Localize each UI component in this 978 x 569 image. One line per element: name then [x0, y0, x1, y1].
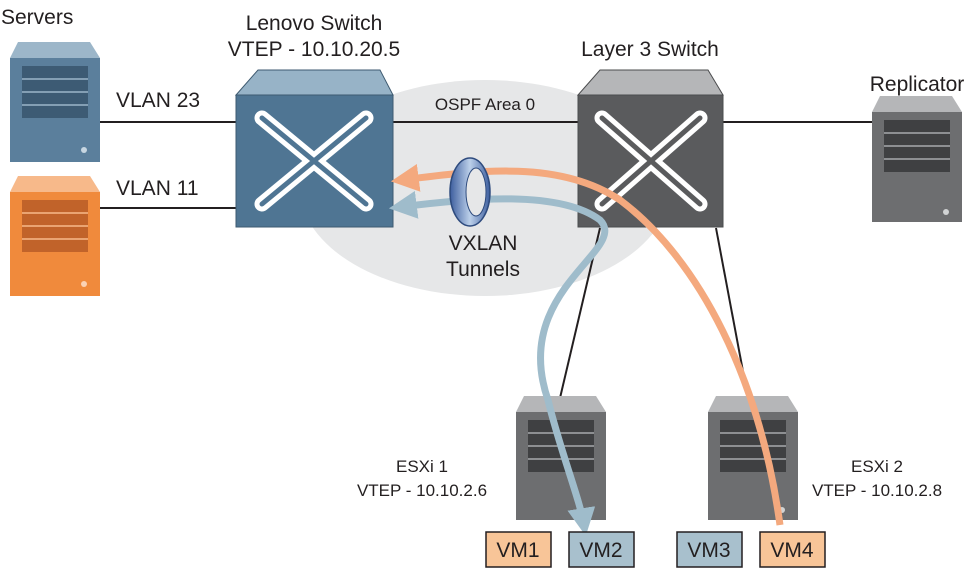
vlan11-label: VLAN 11 — [116, 177, 199, 200]
esxi1-label: ESXi 1 — [396, 457, 448, 476]
tunnels-label: Tunnels — [446, 258, 520, 281]
tunnel-arrow-blue — [388, 190, 609, 537]
vm3-label: VM3 — [687, 539, 730, 562]
switch-x-icon — [594, 110, 708, 212]
server-orange — [10, 176, 100, 296]
vm3-box: VM3 — [676, 531, 743, 568]
esxi1-vtep-label: VTEP - 10.10.2.6 — [357, 481, 487, 500]
vm2-label: VM2 — [579, 539, 622, 562]
layer3-switch — [576, 69, 724, 228]
lenovo-switch — [234, 69, 394, 228]
lenovo-switch-label: Lenovo Switch — [246, 12, 383, 35]
esxi2-vtep-label: VTEP - 10.10.2.8 — [812, 481, 942, 500]
vm4-box: VM4 — [759, 531, 826, 568]
ospf-label: OSPF Area 0 — [435, 95, 535, 114]
vm1-box: VM1 — [485, 531, 552, 568]
replicator-label: Replicator — [870, 73, 965, 96]
vm4-label: VM4 — [770, 539, 814, 562]
vlan23-label: VLAN 23 — [116, 89, 200, 112]
lenovo-vtep-label: VTEP - 10.10.20.5 — [228, 38, 400, 61]
server-replicator — [872, 96, 962, 222]
vxlan-tunnel-icon — [449, 157, 491, 227]
layer3-switch-label: Layer 3 Switch — [581, 38, 719, 61]
switch-x-icon — [254, 110, 374, 212]
vm1-label: VM1 — [496, 539, 539, 562]
vxlan-label: VXLAN — [449, 232, 518, 255]
server-blue — [10, 42, 100, 162]
vm2-box: VM2 — [568, 531, 635, 568]
servers-label: Servers — [1, 6, 73, 29]
server-esxi2 — [708, 396, 798, 520]
esxi2-label: ESXi 2 — [851, 457, 903, 476]
